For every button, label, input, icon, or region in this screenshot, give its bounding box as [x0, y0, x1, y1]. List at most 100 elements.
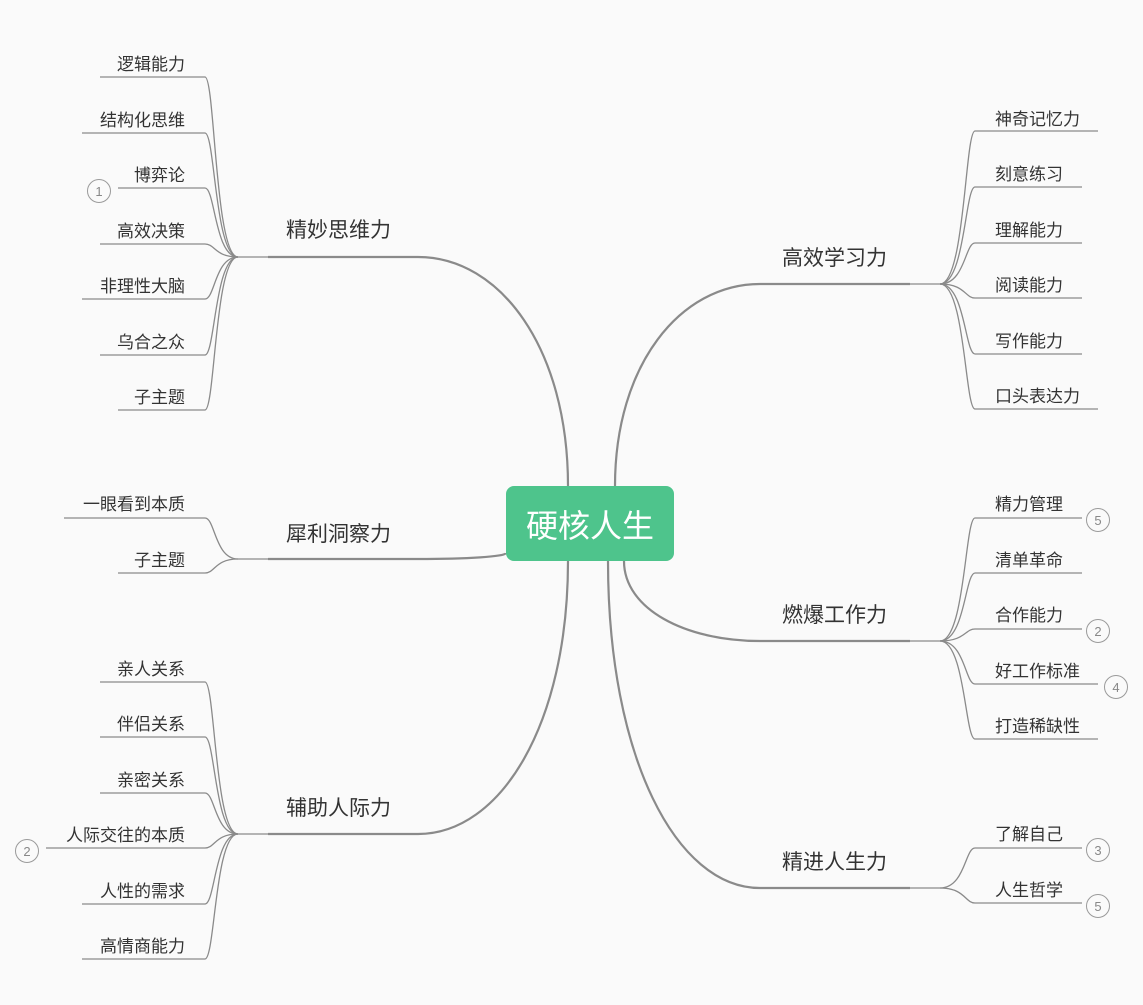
subtopic[interactable]: 人生哲学	[995, 876, 1063, 901]
subtopic-label: 伴侣关系	[117, 715, 185, 734]
subtopic-label: 子主题	[134, 551, 185, 570]
leaf-connector	[82, 833, 239, 960]
leaf-connector	[82, 256, 239, 300]
leaf-connector	[100, 76, 239, 258]
subtopic-label: 非理性大脑	[100, 277, 185, 296]
count-badge[interactable]: 3	[1086, 838, 1110, 862]
badge-number: 3	[1094, 842, 1102, 858]
count-badge[interactable]: 5	[1086, 894, 1110, 918]
leaf-connector	[939, 517, 1082, 642]
branch-topic-learning[interactable]: 高效学习力	[782, 242, 887, 272]
central-topic[interactable]: 硬核人生	[506, 486, 674, 561]
subtopic-label: 精力管理	[995, 495, 1063, 514]
subtopic[interactable]: 亲人关系	[117, 655, 185, 680]
subtopic-label: 结构化思维	[100, 111, 185, 130]
subtopic-label: 人际交往的本质	[66, 826, 185, 845]
branch-label: 燃爆工作力	[782, 604, 887, 627]
leaf-connector	[939, 572, 1082, 642]
leaf-connector	[100, 736, 239, 835]
branch-topic-life[interactable]: 精进人生力	[782, 846, 887, 876]
leaf-connector	[100, 792, 239, 835]
subtopic-label: 口头表达力	[995, 387, 1080, 406]
subtopic[interactable]: 伴侣关系	[117, 710, 185, 735]
subtopic-label: 人性的需求	[100, 882, 185, 901]
branch-label: 高效学习力	[782, 247, 887, 270]
leaf-connector	[64, 517, 239, 560]
badge-number: 4	[1112, 679, 1120, 695]
branch-topic-relationships[interactable]: 辅助人际力	[286, 792, 391, 822]
subtopic[interactable]: 人际交往的本质	[66, 821, 185, 846]
badge-number: 5	[1094, 898, 1102, 914]
subtopic-label: 合作能力	[995, 606, 1063, 625]
subtopic[interactable]: 高情商能力	[100, 932, 185, 957]
branch-connector	[606, 560, 910, 890]
branch-connector	[613, 282, 910, 487]
leaf-connector	[100, 243, 239, 258]
branch-topic-thinking[interactable]: 精妙思维力	[286, 214, 391, 244]
count-badge[interactable]: 5	[1086, 508, 1110, 532]
leaf-connector	[939, 242, 1082, 285]
leaf-connector	[118, 187, 239, 258]
leaf-connector	[939, 847, 1082, 889]
count-badge[interactable]: 2	[15, 839, 39, 863]
branch-label: 精进人生力	[782, 851, 887, 874]
subtopic[interactable]: 合作能力	[995, 601, 1063, 626]
badge-number: 2	[1094, 623, 1102, 639]
subtopic[interactable]: 打造稀缺性	[995, 712, 1080, 737]
subtopic[interactable]: 高效决策	[117, 217, 185, 242]
subtopic[interactable]: 神奇记忆力	[995, 105, 1080, 130]
subtopic[interactable]: 口头表达力	[995, 382, 1080, 407]
subtopic[interactable]: 阅读能力	[995, 271, 1063, 296]
leaf-connector	[100, 681, 239, 835]
leaf-connector	[939, 283, 1082, 299]
subtopic[interactable]: 精力管理	[995, 490, 1063, 515]
branch-label: 犀利洞察力	[286, 523, 391, 546]
leaf-connector	[100, 256, 239, 356]
subtopic[interactable]: 好工作标准	[995, 657, 1080, 682]
subtopic[interactable]: 一眼看到本质	[83, 490, 185, 515]
subtopic[interactable]: 了解自己	[995, 820, 1063, 845]
subtopic-label: 了解自己	[995, 825, 1063, 844]
badge-number: 5	[1094, 512, 1102, 528]
subtopic-label: 神奇记忆力	[995, 110, 1080, 129]
leaf-connector	[939, 283, 1082, 355]
subtopic[interactable]: 乌合之众	[117, 328, 185, 353]
count-badge[interactable]: 2	[1086, 619, 1110, 643]
subtopic[interactable]: 子主题	[134, 383, 185, 408]
subtopic[interactable]: 清单革命	[995, 546, 1063, 571]
subtopic[interactable]: 博弈论	[134, 161, 185, 186]
subtopic-label: 子主题	[134, 388, 185, 407]
count-badge[interactable]: 4	[1104, 675, 1128, 699]
central-topic-label: 硬核人生	[525, 507, 654, 544]
branch-topic-insight[interactable]: 犀利洞察力	[286, 518, 391, 548]
subtopic[interactable]: 亲密关系	[117, 766, 185, 791]
branch-connector	[268, 560, 570, 836]
subtopic-label: 逻辑能力	[117, 55, 185, 74]
branch-connector	[268, 551, 508, 561]
subtopic[interactable]: 人性的需求	[100, 877, 185, 902]
branch-connector	[622, 560, 910, 643]
branch-label: 辅助人际力	[286, 797, 391, 820]
subtopic-label: 一眼看到本质	[83, 495, 185, 514]
leaf-connector	[939, 628, 1082, 642]
leaf-connector	[939, 640, 1098, 740]
subtopic[interactable]: 结构化思维	[100, 106, 185, 131]
subtopic-label: 亲人关系	[117, 660, 185, 679]
subtopic-label: 人生哲学	[995, 881, 1063, 900]
leaf-connector	[939, 887, 1082, 904]
subtopic[interactable]: 理解能力	[995, 216, 1063, 241]
subtopic[interactable]: 写作能力	[995, 327, 1063, 352]
subtopic[interactable]: 逻辑能力	[117, 50, 185, 75]
subtopic-label: 博弈论	[134, 166, 185, 185]
branch-topic-work[interactable]: 燃爆工作力	[782, 599, 887, 629]
leaf-connector	[939, 186, 1082, 285]
subtopic[interactable]: 刻意练习	[995, 160, 1063, 185]
leaf-connector	[939, 640, 1098, 685]
count-badge[interactable]: 1	[87, 179, 111, 203]
subtopic[interactable]: 子主题	[134, 546, 185, 571]
leaf-connector	[118, 558, 239, 574]
subtopic-label: 好工作标准	[995, 662, 1080, 681]
badge-number: 2	[23, 843, 31, 859]
subtopic[interactable]: 非理性大脑	[100, 272, 185, 297]
